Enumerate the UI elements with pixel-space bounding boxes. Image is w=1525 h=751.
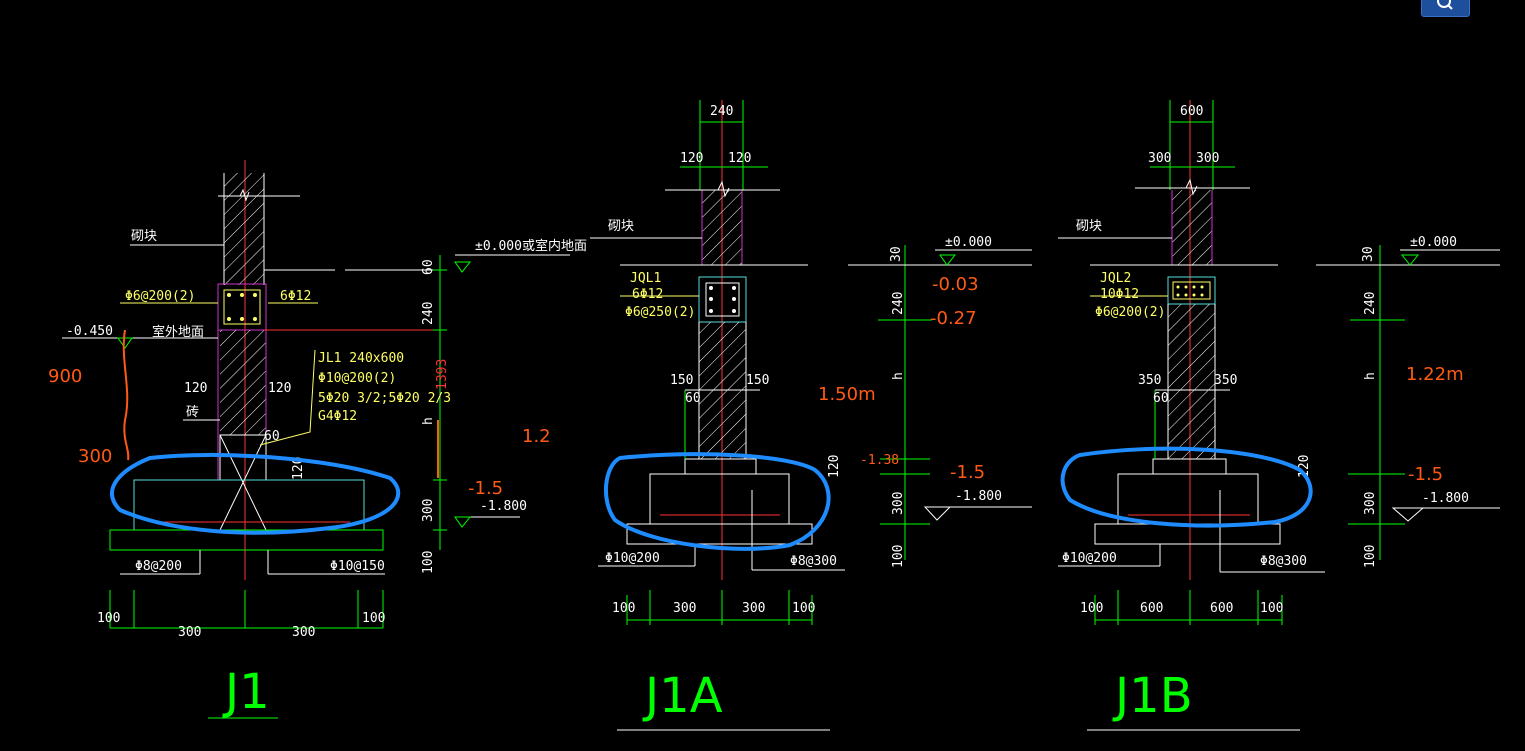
label-outdoor-ground: 室外地面: [152, 324, 204, 340]
tie-beam-line-1: JL1 240x600: [318, 351, 404, 366]
handwritten-900: 900: [48, 366, 82, 387]
dim-right-h: h: [421, 417, 436, 425]
dim-top-right: 120: [728, 151, 751, 166]
dim-wall-right: 120: [268, 381, 291, 396]
dim-right-300: 300: [891, 492, 906, 515]
dim-bottom-2: 600: [1140, 601, 1163, 616]
dim-bottom-2: 300: [178, 625, 201, 640]
dim-col-left: 350: [1138, 373, 1161, 388]
dim-right-100: 100: [1363, 545, 1378, 568]
dim-bottom-2: 300: [673, 601, 696, 616]
handwritten-level-3: 1.2: [522, 426, 551, 447]
search-button[interactable]: [1421, 0, 1470, 17]
dim-bottom-1: 100: [97, 611, 120, 626]
handwritten-depth: 1.50m: [818, 384, 876, 405]
main-bars-label: 6Φ12: [280, 289, 311, 304]
handwritten-level-5: -1.5: [950, 462, 985, 483]
dim-col-left: 150: [670, 373, 693, 388]
handwritten-level: -1.5: [1408, 464, 1443, 485]
rebar-right: Φ8@300: [1260, 554, 1307, 569]
dim-bottom-4: 100: [792, 601, 815, 616]
tie-beam-name: JQL1: [630, 271, 661, 286]
dim-bottom-3: 300: [742, 601, 765, 616]
handwritten-300: 300: [78, 446, 112, 467]
tie-beam-line-2: Φ10@200(2): [318, 371, 396, 386]
dim-right-300: 300: [1363, 492, 1378, 515]
bottom-level: -1.800: [1422, 491, 1469, 506]
label-block: 砌块: [131, 229, 157, 244]
indoor-level: ±0.000或室内地面: [475, 238, 587, 254]
handwritten-level-2: -0.27: [930, 308, 977, 329]
level-top: ±0.000: [945, 235, 992, 250]
dim-right-100: 100: [421, 551, 436, 574]
handwritten-level-1: -0.03: [932, 274, 979, 295]
level-top: ±0.000: [1410, 235, 1457, 250]
detail-j1: 砌块 室外地面 砖 ±0.000或室内地面 -0.450 Φ6@200(2) 6…: [48, 160, 587, 720]
handwritten-level: -1.5: [468, 478, 503, 499]
dim-right-300: 300: [421, 499, 436, 522]
detail-j1b: 600 300 300 砌块 JQL2 10Φ12 Φ6@200(2) 350 …: [1058, 100, 1500, 731]
tie-beam-stirrup: Φ6@250(2): [625, 305, 695, 320]
rebar-left: Φ10@200: [1062, 551, 1117, 566]
dim-bottom-1: 100: [1080, 601, 1103, 616]
handwritten-level-4: -1.38: [860, 453, 899, 468]
dim-bottom-4: 100: [362, 611, 385, 626]
dim-bottom-1: 100: [612, 601, 635, 616]
dim-bottom-3: 300: [292, 625, 315, 640]
dim-top-left: 300: [1148, 151, 1171, 166]
dim-top-right: 300: [1196, 151, 1219, 166]
handwritten-depth: 1.22m: [1406, 364, 1464, 385]
label-block: 砌块: [608, 219, 634, 234]
dim-top: 240: [710, 104, 733, 119]
detail-title-j1a: J1A: [642, 668, 723, 724]
tie-beam-name: JQL2: [1100, 271, 1131, 286]
bottom-level: -1.800: [480, 499, 527, 514]
rebar-left: Φ10@200: [605, 551, 660, 566]
label-block: 砌块: [1076, 219, 1102, 234]
bottom-level: -1.800: [955, 489, 1002, 504]
tie-beam-stirrup: Φ6@200(2): [1095, 305, 1165, 320]
dim-60: 60: [685, 391, 701, 406]
dim-60: 60: [1153, 391, 1169, 406]
dim-120: 120: [827, 455, 842, 478]
detail-title-j1: J1: [222, 664, 270, 720]
dim-right-240: 240: [891, 292, 906, 315]
dim-right-240: 240: [421, 302, 436, 325]
dim-col-right: 150: [746, 373, 769, 388]
dim-right-h: h: [891, 372, 906, 380]
dim-right-30: 30: [889, 246, 904, 262]
dim-right-h: h: [1363, 372, 1378, 380]
dim-bottom-3: 600: [1210, 601, 1233, 616]
tie-beam-line-3: 5Φ20 3/2;5Φ20 2/3: [318, 391, 451, 406]
tie-beam-bars: 6Φ12: [632, 287, 663, 302]
dim-col-right: 350: [1214, 373, 1237, 388]
tie-beam-bars: 10Φ12: [1100, 287, 1139, 302]
dim-right-1393: 1393: [435, 359, 450, 390]
dim-bottom-4: 100: [1260, 601, 1283, 616]
dim-right-30: 30: [1361, 246, 1376, 262]
detail-title-j1b: J1B: [1112, 668, 1193, 724]
detail-j1a: 240 120 120 砌块 JQL1 6Φ12 Φ6@250(2) 150 1…: [522, 100, 1032, 731]
dim-top-left: 120: [680, 151, 703, 166]
rebar-right: Φ10@150: [330, 559, 385, 574]
dim-top: 600: [1180, 104, 1203, 119]
stirrup-label: Φ6@200(2): [125, 289, 195, 304]
label-brick: 砖: [186, 405, 199, 420]
rebar-left: Φ8@200: [135, 559, 182, 574]
rebar-right: Φ8@300: [790, 554, 837, 569]
dim-right-60: 60: [421, 259, 436, 275]
dim-wall-left: 120: [184, 381, 207, 396]
dim-120: 120: [291, 457, 306, 480]
search-icon: [1437, 0, 1453, 10]
dim-right-240: 240: [1363, 292, 1378, 315]
outdoor-level: -0.450: [66, 324, 113, 339]
dim-right-100: 100: [891, 545, 906, 568]
tie-beam-line-4: G4Φ12: [318, 409, 357, 424]
dim-60: 60: [264, 429, 280, 444]
